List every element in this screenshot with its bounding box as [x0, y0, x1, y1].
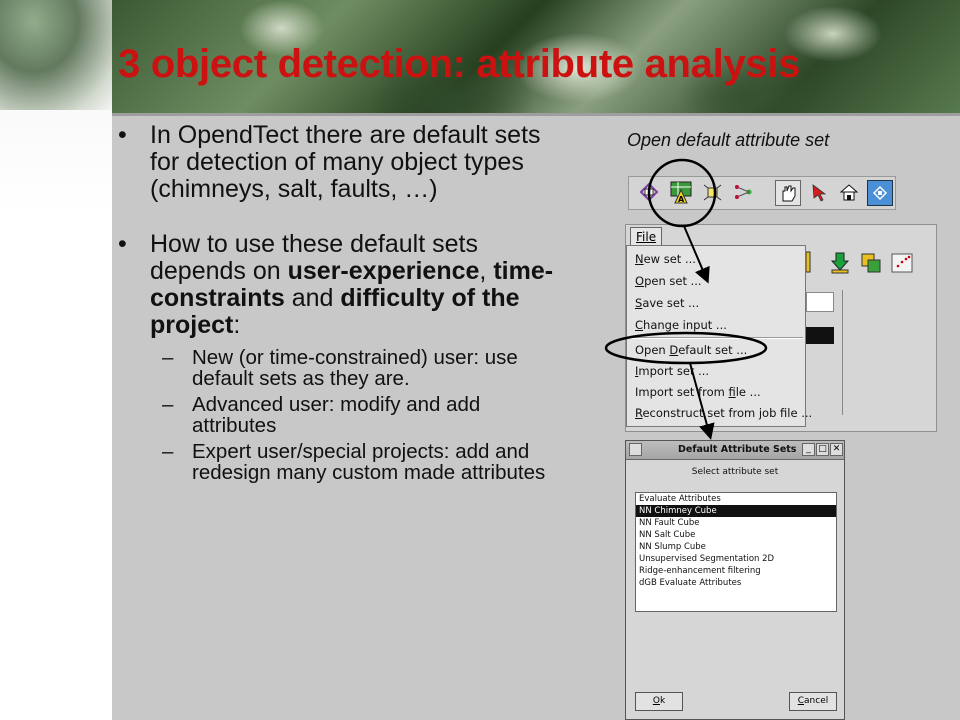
- list-item-selected[interactable]: NN Chimney Cube: [636, 505, 836, 517]
- background-input-field[interactable]: [806, 292, 834, 312]
- subbullet-advanced-user: – Advanced user: modify and add attribut…: [118, 394, 558, 436]
- subbullet-marker: –: [162, 393, 174, 416]
- list-item[interactable]: NN Slump Cube: [639, 542, 706, 552]
- panel-divider: [842, 290, 843, 415]
- cancel-button[interactable]: Cancel: [789, 692, 837, 711]
- mnemonic: S: [635, 296, 643, 310]
- view-icon[interactable]: [867, 180, 893, 206]
- menu-text: Open: [635, 343, 670, 357]
- window-menu-icon[interactable]: [629, 443, 642, 456]
- minimize-icon[interactable]: _: [802, 443, 815, 456]
- mnemonic: C: [635, 318, 644, 332]
- window-toolbar-icons: [805, 250, 916, 274]
- menu-item-reconstruct-set[interactable]: Reconstruct set from job file ...: [635, 406, 812, 420]
- list-item[interactable]: NN Fault Cube: [639, 518, 700, 528]
- menu-text: hange input ...: [643, 318, 727, 332]
- menu-text: mport set ...: [638, 364, 710, 378]
- menu-item-open-set[interactable]: Open set ...: [635, 274, 702, 288]
- burst-icon[interactable]: [701, 180, 725, 204]
- copy-set-icon[interactable]: [861, 253, 881, 273]
- mnemonic: I: [635, 364, 639, 378]
- menu-item-change-input[interactable]: Change input ...: [635, 318, 727, 332]
- bullet-item-default-sets: • In OpendTect there are default sets fo…: [118, 122, 558, 203]
- wavelet-icon[interactable]: [637, 180, 661, 204]
- subbullet-text: Expert user/special projects: add and re…: [192, 440, 546, 484]
- mnemonic: C: [797, 696, 805, 706]
- list-item[interactable]: NN Salt Cube: [639, 530, 696, 540]
- ok-button[interactable]: Ok: [635, 692, 683, 711]
- menu-item-import-set[interactable]: Import set ...: [635, 364, 709, 378]
- crossplot-icon[interactable]: [891, 253, 913, 273]
- menu-text: Import set from: [635, 385, 729, 399]
- hand-icon[interactable]: [775, 180, 801, 206]
- menu-item-open-default-set[interactable]: Open Default set ...: [635, 343, 747, 357]
- menu-text: ile ...: [735, 385, 761, 399]
- attribute-set-list[interactable]: Evaluate Attributes NN Chimney Cube NN F…: [635, 492, 837, 612]
- bullet-text-part: ,: [479, 257, 494, 285]
- dialog-title: Default Attribute Sets: [678, 444, 797, 455]
- svg-text:A: A: [678, 195, 685, 204]
- dialog-titlebar: Default Attribute Sets _ □ ✕: [626, 441, 844, 460]
- subbullet-expert-user: – Expert user/special projects: add and …: [118, 441, 558, 483]
- menu-item-new-set[interactable]: New set ...: [635, 252, 696, 266]
- mnemonic: O: [635, 274, 645, 288]
- dialog-subtitle: Select attribute set: [691, 467, 779, 477]
- bullet-marker: •: [118, 230, 127, 258]
- mnemonic: O: [652, 696, 660, 706]
- bullet-list: • In OpendTect there are default sets fo…: [118, 122, 558, 488]
- bullet-item-how-to-use: • How to use these default sets depends …: [118, 231, 558, 339]
- mnemonic: D: [669, 343, 679, 357]
- slide-title: 3 object detection: attribute analysis: [118, 42, 801, 86]
- neural-icon[interactable]: [731, 180, 755, 204]
- maximize-icon[interactable]: □: [816, 443, 829, 456]
- menu-text: pen set ...: [644, 274, 702, 288]
- menu-item-save-set[interactable]: Save set ...: [635, 296, 699, 310]
- screenshot-caption: Open default attribute set: [627, 130, 830, 150]
- default-attribute-sets-dialog: Default Attribute Sets _ □ ✕ Select attr…: [625, 440, 845, 720]
- header-banner: [112, 0, 960, 116]
- attribute-toolbar: A: [628, 176, 896, 210]
- bold-time-constraints: time-constraints: [150, 257, 554, 312]
- list-item[interactable]: Unsupervised Segmentation 2D: [639, 554, 775, 564]
- bullet-text-part: How to use these default sets depends on: [150, 230, 478, 285]
- bullet-text-part: and: [284, 284, 341, 312]
- menu-separator: [629, 337, 803, 339]
- home-icon[interactable]: [837, 180, 861, 204]
- menu-text: efault set ...: [678, 343, 748, 357]
- bullet-text-part: :: [233, 311, 241, 339]
- mnemonic: R: [635, 406, 643, 420]
- mnemonic: f: [728, 385, 736, 399]
- file-menu[interactable]: File: [630, 227, 663, 247]
- list-item[interactable]: Ridge-enhancement filtering: [639, 566, 761, 576]
- close-icon[interactable]: ✕: [830, 443, 843, 456]
- subbullet-marker: –: [162, 346, 174, 369]
- background-selected-row: [806, 327, 834, 344]
- menu-text: ave set ...: [642, 296, 700, 310]
- menu-text: ew set ...: [643, 252, 696, 266]
- import-icon[interactable]: [830, 252, 850, 274]
- bullet-marker: •: [118, 121, 127, 149]
- button-label: k: [659, 696, 666, 706]
- list-item[interactable]: Evaluate Attributes: [639, 494, 721, 504]
- mnemonic: N: [635, 252, 644, 266]
- subbullet-marker: –: [162, 440, 174, 463]
- subbullet-text: New (or time-constrained) user: use defa…: [192, 346, 518, 390]
- attribute-set-icon[interactable]: A: [669, 180, 693, 204]
- corner-photo: [0, 0, 112, 110]
- subbullet-text: Advanced user: modify and add attributes: [192, 393, 481, 437]
- left-decor-strip: [0, 0, 112, 720]
- arrow-icon[interactable]: [807, 180, 831, 204]
- menu-item-import-set-from-file[interactable]: Import set from file ...: [635, 385, 761, 399]
- file-menu-label: File: [636, 230, 657, 244]
- bullet-text: In OpendTect there are default sets for …: [150, 121, 541, 203]
- list-item[interactable]: dGB Evaluate Attributes: [639, 578, 742, 588]
- file-dropdown-menu: New set ... Open set ... Save set ... Ch…: [626, 245, 812, 427]
- subbullet-new-user: – New (or time-constrained) user: use de…: [118, 347, 558, 389]
- bold-user-experience: user-experience: [287, 257, 480, 285]
- button-label: ancel: [804, 696, 829, 706]
- bold-difficulty: difficulty of the project: [150, 284, 520, 339]
- menu-text: econstruct set from job file ...: [642, 406, 813, 420]
